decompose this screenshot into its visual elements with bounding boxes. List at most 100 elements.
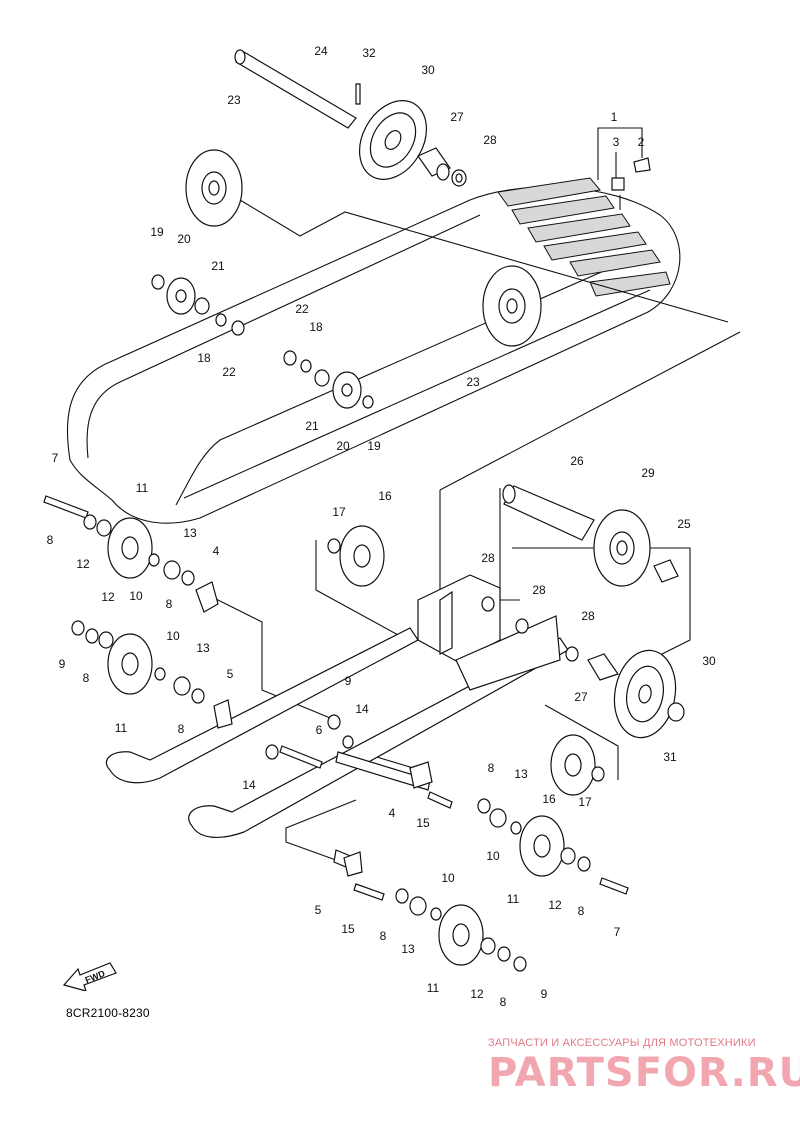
part-number-9: 9 [59, 657, 66, 671]
part-number-10: 10 [129, 589, 143, 603]
wheel-20-left [166, 277, 196, 315]
wheel-16-lower [550, 734, 596, 796]
part-number-8: 8 [178, 722, 185, 736]
part-number-29: 29 [641, 466, 655, 480]
part-number-4: 4 [213, 544, 220, 558]
part-number-12: 12 [76, 557, 90, 571]
wheels-11 [107, 517, 565, 966]
part-number-10: 10 [486, 849, 500, 863]
part-number-8: 8 [166, 597, 173, 611]
part-number-3: 3 [613, 135, 620, 149]
part-number-24: 24 [314, 44, 328, 58]
part-number-13: 13 [196, 641, 210, 655]
part-number-28: 28 [532, 583, 546, 597]
part-number-10: 10 [441, 871, 455, 885]
part-number-11: 11 [427, 981, 440, 995]
part-number-13: 13 [514, 767, 528, 781]
part-number-28: 28 [581, 609, 595, 623]
part-number-28: 28 [481, 551, 495, 565]
part-number-2: 2 [638, 135, 645, 149]
part-number-26: 26 [570, 454, 584, 468]
arms-4-5 [195, 581, 433, 877]
part-number-16: 16 [542, 792, 556, 806]
part-number-32: 32 [362, 46, 376, 60]
part-number-17: 17 [332, 505, 346, 519]
part-number-22: 22 [222, 365, 236, 379]
part-number-10: 10 [166, 629, 180, 643]
part-number-8: 8 [488, 761, 495, 775]
wheel-20-right [332, 371, 362, 409]
part-number-7: 7 [52, 451, 59, 465]
fwd-arrow-icon: FWD [62, 962, 117, 991]
diagram-code: 8CR2100-8230 [66, 1006, 150, 1020]
nut-31 [667, 702, 685, 722]
pin-32 [355, 83, 361, 105]
part-number-13: 13 [183, 526, 197, 540]
part-number-8: 8 [83, 671, 90, 685]
part-number-8: 8 [380, 929, 387, 943]
part-number-8: 8 [500, 995, 507, 1009]
wheel-16-upper [339, 525, 385, 587]
fwd-label: FWD [84, 968, 107, 985]
part-number-20: 20 [336, 439, 350, 453]
part-number-8: 8 [578, 904, 585, 918]
part-number-4: 4 [389, 806, 396, 820]
part-number-11: 11 [136, 481, 149, 495]
part-number-17: 17 [578, 795, 592, 809]
watermark-tagline: ЗАПЧАСТИ И АКСЕССУАРЫ ДЛЯ МОТОТЕХНИКИ [488, 1037, 756, 1049]
bushing-27-bottom [587, 653, 619, 681]
part-number-1: 1 [611, 110, 618, 124]
part-number-11: 11 [507, 892, 520, 906]
part-number-22: 22 [295, 302, 309, 316]
wheel-23-left [185, 149, 243, 227]
part-number-11: 11 [115, 721, 128, 735]
part-number-15: 15 [416, 816, 430, 830]
wheel-30-top [358, 100, 428, 180]
part-number-5: 5 [315, 903, 322, 917]
collar-28-top [451, 169, 467, 187]
shaft-24 [234, 49, 357, 129]
part-number-23: 23 [227, 93, 241, 107]
part-number-12: 12 [101, 590, 115, 604]
part-number-18: 18 [309, 320, 323, 334]
part-number-15: 15 [341, 922, 355, 936]
track-lugs [497, 177, 671, 297]
small-parts-lower [71, 514, 605, 972]
wheel-30-bottom [613, 649, 677, 739]
part-number-13: 13 [401, 942, 415, 956]
part-number-20: 20 [177, 232, 191, 246]
slide-rail-left [105, 627, 419, 784]
small-washers [151, 274, 374, 409]
part-number-18: 18 [197, 351, 211, 365]
part-number-19: 19 [150, 225, 164, 239]
leader-lines [209, 127, 741, 869]
bushing-27-top [417, 147, 451, 181]
bushing-25 [653, 559, 679, 583]
part-number-30: 30 [702, 654, 716, 668]
wheel-23-right [482, 265, 542, 347]
part-number-27: 27 [574, 690, 588, 704]
part-number-14: 14 [242, 778, 256, 792]
part-number-12: 12 [548, 898, 562, 912]
part-number-7: 7 [614, 925, 621, 939]
part-number-16: 16 [378, 489, 392, 503]
part-number-21: 21 [305, 419, 319, 433]
shaft-26 [502, 484, 595, 541]
part-number-27: 27 [450, 110, 464, 124]
part-number-25: 25 [677, 517, 691, 531]
rear-frame [417, 574, 561, 691]
part-number-28: 28 [483, 133, 497, 147]
part-number-9: 9 [345, 674, 352, 688]
part-number-8: 8 [47, 533, 54, 547]
part-number-12: 12 [470, 987, 484, 1001]
wheel-29 [593, 509, 651, 587]
part-number-21: 21 [211, 259, 225, 273]
part-number-23: 23 [466, 375, 480, 389]
track-clips [611, 157, 651, 191]
part-number-19: 19 [367, 439, 381, 453]
part-number-5: 5 [227, 667, 234, 681]
part-number-14: 14 [355, 702, 369, 716]
part-number-9: 9 [541, 987, 548, 1001]
